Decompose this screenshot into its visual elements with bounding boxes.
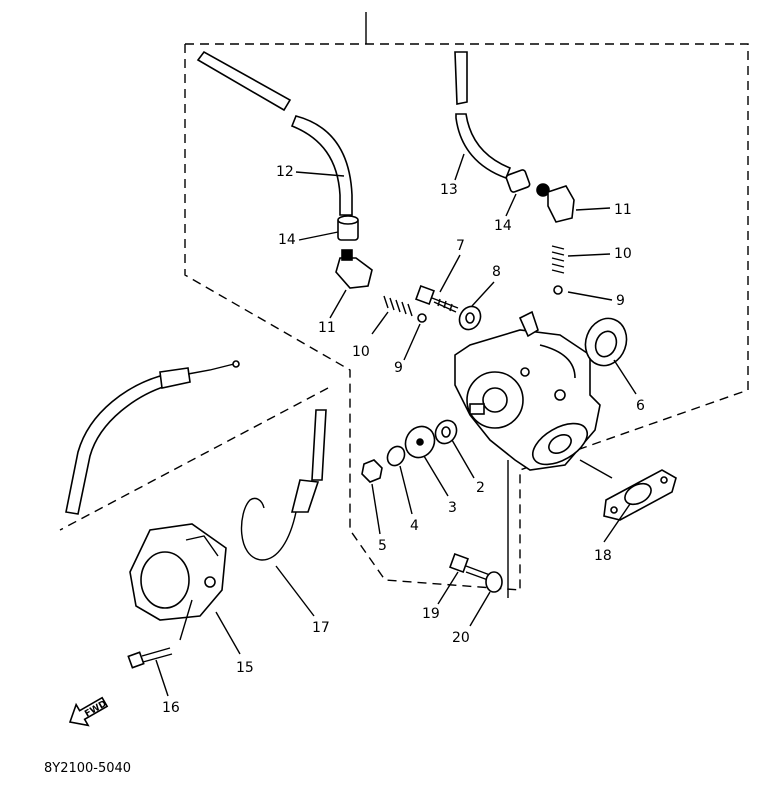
fitting-11-right <box>536 183 575 223</box>
hose-12 <box>196 50 353 216</box>
callout-14-left: 14 <box>278 232 296 248</box>
callout-8: 8 <box>492 264 501 280</box>
callout-10-left: 10 <box>352 344 370 360</box>
bolt-19 <box>449 553 491 581</box>
callout-11-left: 11 <box>318 320 336 336</box>
pump-body <box>454 310 601 598</box>
nut-5 <box>361 459 383 483</box>
washer-2 <box>434 419 458 445</box>
callout-15: 15 <box>236 660 254 676</box>
tachometer-cable <box>65 360 240 515</box>
washer-8 <box>458 305 482 331</box>
ball-9-right <box>553 285 563 295</box>
callout-17: 17 <box>312 620 330 636</box>
gasket-18 <box>603 469 677 521</box>
clip-14-left <box>337 215 359 241</box>
callout-19: 19 <box>422 606 440 622</box>
callout-20: 20 <box>452 630 470 646</box>
callout-4: 4 <box>410 518 419 534</box>
callout-6: 6 <box>636 398 645 414</box>
callout-13: 13 <box>440 182 458 198</box>
callout-9-right: 9 <box>616 293 625 309</box>
callout-9-left: 9 <box>394 360 403 376</box>
washer-20 <box>485 571 503 593</box>
assembly-boundary <box>59 12 749 591</box>
cover-15 <box>129 523 227 641</box>
part-code: 8Y2100-5040 <box>44 761 131 776</box>
leader-lines <box>155 153 637 697</box>
fitting-11-left <box>335 249 373 289</box>
callout-5: 5 <box>378 538 387 554</box>
spring-10-right <box>551 245 565 274</box>
bolt-7 <box>415 285 459 313</box>
callout-16: 16 <box>162 700 180 716</box>
callout-12: 12 <box>276 164 294 180</box>
cable-17 <box>240 409 327 561</box>
gear-3 <box>404 425 436 459</box>
callout-3: 3 <box>448 500 457 516</box>
washer-4 <box>386 445 406 467</box>
callout-7: 7 <box>456 238 465 254</box>
callout-11-right: 11 <box>614 202 632 218</box>
ball-9-left <box>417 313 427 323</box>
bolt-16 <box>127 647 173 669</box>
callout-14-right: 14 <box>494 218 512 234</box>
clip-14-right <box>505 169 531 193</box>
forward-direction-badge: FWD <box>68 696 109 727</box>
oil-seal-6 <box>584 317 628 367</box>
callout-18: 18 <box>594 548 612 564</box>
callout-2: 2 <box>476 480 485 496</box>
callout-10-right: 10 <box>614 246 632 262</box>
hose-13 <box>454 51 512 180</box>
spring-10-left <box>383 295 413 317</box>
